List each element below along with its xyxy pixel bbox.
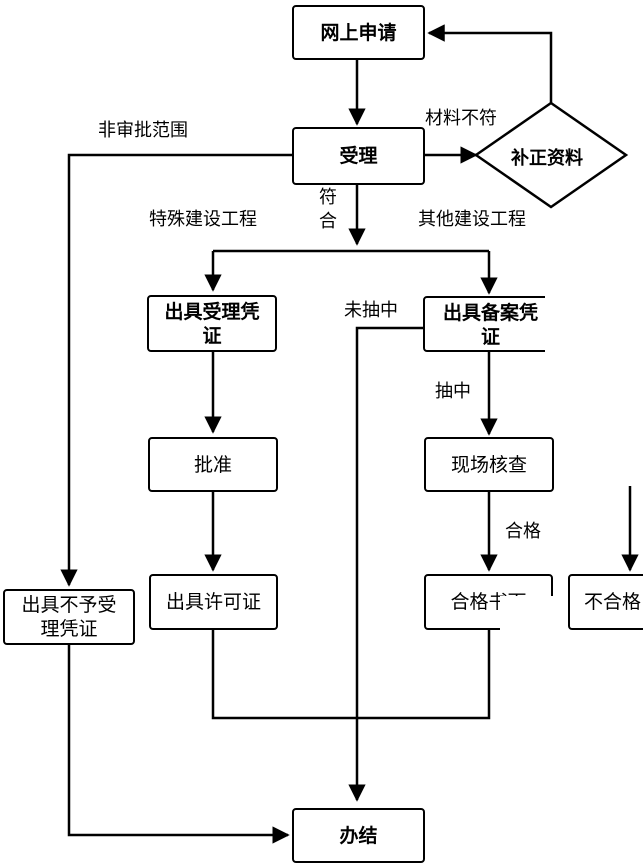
label-not-sampled: 未抽中 <box>344 300 398 321</box>
node-issue-reject-label: 出具不予受理凭证 <box>21 594 117 640</box>
supplement-diamond <box>473 101 629 209</box>
label-non-approval: 非审批范围 <box>98 120 188 141</box>
node-issue-receipt: 出具受理凭证 <box>147 295 277 352</box>
edge-merge <box>211 630 491 720</box>
edge-filing-to-complete <box>348 326 423 802</box>
edge-reject-to-complete <box>67 645 290 844</box>
node-complete: 办结 <box>292 808 425 863</box>
label-sampled: 抽中 <box>435 381 471 402</box>
node-unqualified-doc: 不合格 <box>568 574 643 630</box>
node-supplement-label: 补正资料 <box>511 148 583 169</box>
node-issue-reject: 出具不予受理凭证 <box>3 589 135 645</box>
edge-accept-to-reject <box>60 153 293 587</box>
node-unqualified-doc-label: 不合格 <box>584 591 642 613</box>
label-qualified: 合格 <box>505 521 541 542</box>
node-approve-label: 批准 <box>193 453 232 476</box>
label-other: 其他建设工程 <box>418 209 526 230</box>
node-issue-filing: 出具备案凭证 <box>423 296 558 352</box>
node-apply-online: 网上申请 <box>292 5 425 60</box>
node-site-check: 现场核查 <box>424 437 554 492</box>
edge-supplement-to-apply <box>427 24 553 103</box>
node-apply-online-label: 网上申请 <box>320 21 397 44</box>
label-conform: 符合 <box>319 187 337 232</box>
node-accept: 受理 <box>292 127 425 185</box>
label-material-mismatch: 材料不符 <box>425 108 497 129</box>
node-issue-filing-label: 出具备案凭证 <box>442 302 538 348</box>
node-accept-label: 受理 <box>339 145 378 167</box>
label-special: 特殊建设工程 <box>149 209 257 230</box>
node-issue-receipt-label: 出具受理凭证 <box>164 300 260 347</box>
node-issue-permit-label: 出具许可证 <box>165 591 261 613</box>
node-site-check-label: 现场核查 <box>450 453 527 476</box>
scan-dropout-2 <box>500 596 560 636</box>
node-approve: 批准 <box>148 437 278 492</box>
node-issue-permit: 出具许可证 <box>149 574 278 630</box>
scan-dropout <box>545 296 643 486</box>
node-complete-label: 办结 <box>339 824 378 847</box>
